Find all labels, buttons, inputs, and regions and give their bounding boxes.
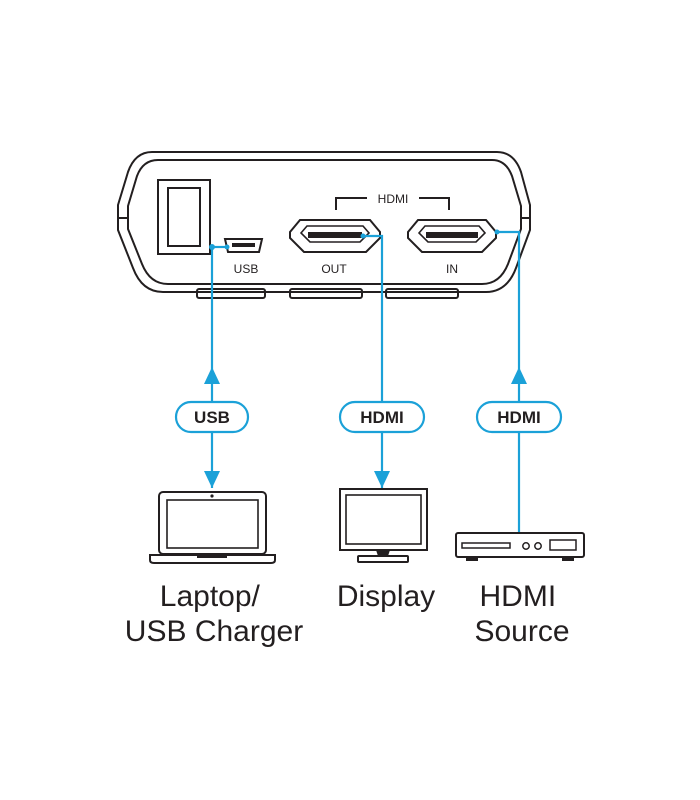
hdmi-out-port[interactable] (289, 219, 381, 253)
device-enclosure (117, 151, 531, 299)
media-player-icon (455, 532, 585, 561)
arrow-up-icon (204, 367, 220, 384)
display-label: Display (337, 580, 435, 613)
monitor-icon (339, 488, 428, 563)
device-outer-shell (117, 151, 531, 293)
laptop-label: Laptop/ USB Charger (125, 580, 303, 648)
device-foot (385, 288, 459, 299)
hdmi-in-cable-label: HDMI (497, 408, 540, 427)
power-switch[interactable] (157, 179, 211, 255)
hdmi-out-label: OUT (321, 262, 347, 276)
usb-cable-pill: USB (174, 400, 250, 434)
usb-cable (204, 244, 230, 488)
hdmi-in-cable (494, 229, 527, 532)
hdmi-group-bracket (335, 197, 450, 210)
hdmi-out-cable-label: HDMI (360, 408, 403, 427)
hdmi-in-cable-pill: HDMI (475, 400, 563, 434)
arrow-down-icon (204, 471, 220, 488)
device-inner-shell (127, 159, 522, 285)
arrow-up-icon (511, 367, 527, 384)
hdmi-group-label: HDMI (378, 192, 409, 206)
laptop-icon (149, 491, 276, 564)
hdmi-in-label: IN (446, 262, 458, 276)
hdmi-in-port[interactable] (407, 219, 497, 253)
device-foot (196, 288, 266, 299)
device-foot (289, 288, 363, 299)
arrow-down-icon (374, 471, 390, 488)
hdmi-out-cable-pill: HDMI (338, 400, 426, 434)
hdmi-out-cable (360, 233, 390, 488)
usb-cable-label: USB (194, 408, 230, 427)
usb-port[interactable] (223, 238, 264, 253)
hdmi-source-label: HDMI Source (474, 580, 569, 648)
usb-port-label: USB (234, 262, 259, 276)
